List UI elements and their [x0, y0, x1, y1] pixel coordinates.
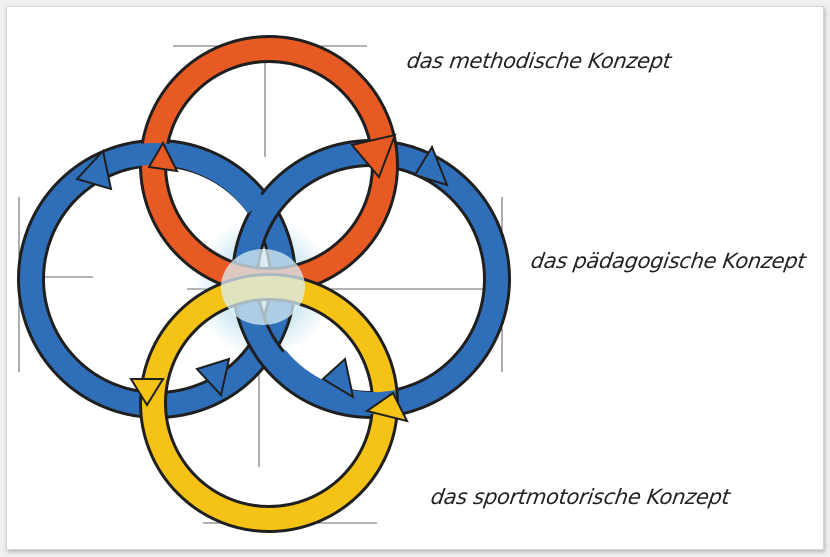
arrow-blue-bottom-right	[321, 357, 355, 400]
arrow-blue-bottom-center	[195, 357, 231, 398]
arrow-yellow-left	[129, 378, 165, 407]
diagram-frame: das methodische Konzept das pädagogische…	[6, 6, 824, 550]
arrow-blue-topleft	[75, 148, 113, 191]
concept-rings-diagram	[17, 35, 511, 533]
arrow-blue-topright	[413, 144, 449, 187]
blue-overlap-left	[124, 143, 266, 214]
label-paedagogisches-konzept: das pädagogische Konzept	[529, 249, 808, 273]
arrow-red-left	[147, 140, 179, 173]
label-methodisches-konzept: das methodische Konzept	[405, 49, 673, 73]
center-glow-overlay	[221, 249, 305, 325]
arrowheads	[75, 133, 449, 423]
arrow-red-right	[350, 133, 397, 179]
arrow-yellow-right	[364, 391, 409, 423]
label-sportmotorisches-konzept: das sportmotorische Konzept	[429, 485, 732, 509]
